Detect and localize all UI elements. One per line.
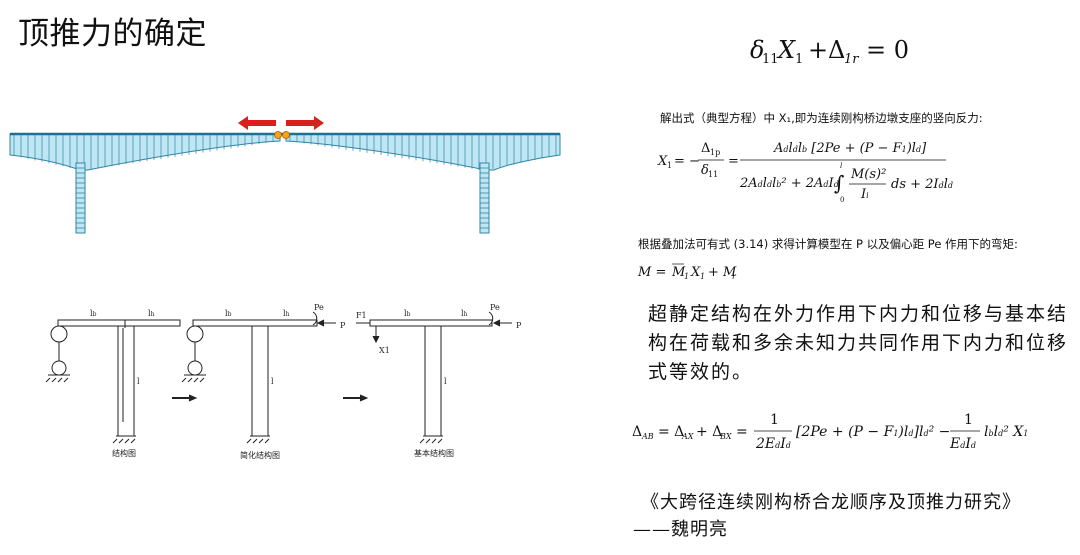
svg-text:AX: AX: [681, 432, 694, 441]
diagram-basic: [356, 311, 512, 444]
hinge-left: [274, 131, 282, 139]
svg-text:X: X: [776, 36, 796, 64]
caption-simplified: 简化结构图: [240, 450, 280, 460]
right-push-arrow: [286, 116, 324, 130]
svg-text:l: l: [840, 162, 842, 170]
label-f1: F1: [356, 311, 367, 320]
svg-text:M =: M =: [637, 265, 666, 280]
svg-text:δ: δ: [750, 36, 764, 64]
label-lb-1: lb: [90, 309, 97, 318]
label-lb-2: lb: [225, 309, 232, 318]
label-pier-3: l: [444, 377, 447, 386]
svg-text:= Δ: = Δ: [658, 424, 684, 440]
label-x1: X1: [379, 346, 390, 355]
svg-text:= −: = −: [674, 154, 700, 169]
label-pe-3: Pe: [490, 303, 500, 312]
bridge-illustration: [9, 116, 561, 234]
svg-text:+ Δ: + Δ: [696, 424, 722, 440]
svg-text:Δ: Δ: [632, 424, 642, 440]
svg-text:Ii: Ii: [860, 187, 869, 202]
diagram-structure: [45, 319, 181, 444]
svg-text:1r: 1r: [844, 52, 859, 67]
svg-text:BX: BX: [719, 432, 732, 441]
hinge-right: [282, 131, 290, 139]
svg-text:1: 1: [700, 272, 705, 281]
svg-text:1: 1: [770, 412, 779, 428]
svg-text:= 0: = 0: [866, 36, 909, 64]
svg-text:2Adldlb² + 2AdId: 2Adldlb² + 2AdId: [739, 176, 839, 191]
svg-text:Adldlb [2Pe + (P − F1)ld]: Adldlb [2Pe + (P − F1)ld]: [773, 141, 927, 156]
svg-text:+: +: [808, 36, 828, 64]
svg-text:1: 1: [667, 161, 672, 170]
svg-text:=: =: [736, 424, 748, 440]
svg-text:11: 11: [708, 170, 718, 179]
note-solve: 解出式（典型方程）中 X₁,即为连续刚构桥边墩支座的竖向反力:: [660, 111, 983, 125]
label-lb-3: lb: [404, 309, 411, 318]
svg-text:0: 0: [840, 196, 844, 204]
label-pe-2: Pe: [314, 303, 324, 312]
label-lh-2: lh: [283, 309, 290, 318]
left-push-arrow: [238, 116, 276, 130]
reference-title: 《大跨径连续刚构桥合龙顺序及顶推力研究》: [641, 492, 1021, 513]
svg-text:+ M: + M: [708, 265, 737, 280]
svg-text:δ: δ: [701, 163, 709, 178]
label-p-2: P: [340, 321, 346, 330]
svg-text:lbld² X1: lbld² X1: [984, 424, 1028, 440]
svg-text:M: M: [671, 265, 686, 280]
svg-text:1: 1: [795, 52, 803, 67]
svg-text:=: =: [728, 154, 739, 169]
structural-diagrams: lb lh lb lh lb lh Pe Pe P P F1 X1 l l l …: [45, 303, 522, 460]
svg-text:EdId: EdId: [949, 436, 976, 452]
note-superposition: 根据叠加法可有式 (3.14) 求得计算模型在 P 以及偏心距 Pe 作用下的弯…: [638, 237, 1018, 251]
conclusion-text: 超静定结构在外力作用下内力和位移与基本结构在荷载和多余未知力共同作用下内力和位移…: [648, 303, 1069, 383]
svg-text:11: 11: [762, 52, 779, 67]
svg-text:∫: ∫: [834, 171, 844, 195]
caption-basic: 基本结构图: [414, 448, 454, 458]
svg-text:X: X: [690, 265, 701, 280]
svg-text:[2Pe + (P − F1)ld]ld² −: [2Pe + (P − F1)ld]ld² −: [796, 424, 950, 440]
left-girder: [9, 133, 281, 171]
label-lh-1: lh: [148, 309, 155, 318]
svg-text:M(s)²: M(s)²: [850, 167, 886, 182]
label-pier-2: l: [271, 377, 274, 386]
diagram-simplified: [181, 311, 336, 444]
svg-text:r: r: [732, 272, 737, 281]
svg-text:Δ: Δ: [828, 36, 845, 64]
caption-structure: 结构图: [112, 448, 136, 458]
svg-text:AB: AB: [641, 432, 654, 441]
svg-text:1: 1: [684, 272, 689, 281]
equation-main: δ 11 X 1 + Δ 1r = 0: [750, 36, 909, 67]
svg-text:ds + 2Idld: ds + 2Idld: [891, 177, 953, 192]
label-lh-3: lh: [461, 309, 468, 318]
label-p-3: P: [516, 321, 522, 330]
svg-text:1: 1: [964, 412, 973, 428]
slide-title: 顶推力的确定: [18, 16, 207, 51]
reference-author: ——魏明亮: [633, 519, 728, 540]
svg-text:2EdId: 2EdId: [755, 436, 791, 452]
label-pier-1: l: [137, 377, 140, 386]
svg-text:Δ: Δ: [701, 141, 710, 156]
svg-text:1p: 1p: [710, 148, 720, 157]
svg-text:X: X: [657, 154, 668, 169]
